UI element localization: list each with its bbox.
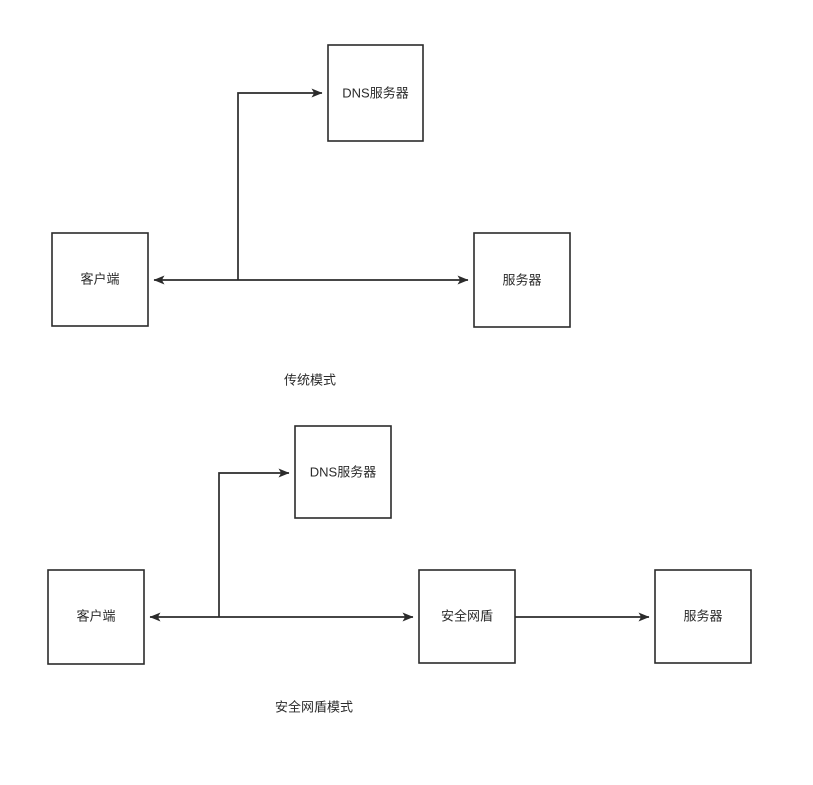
node-server-label: 服务器 — [502, 272, 541, 287]
edge-client-to-dns — [218, 468, 290, 617]
edge-client-to-dns — [237, 88, 323, 280]
diagram-shield: DNS服务器 客户端 安全网盾 服务器 安全网盾模式 — [47, 425, 752, 714]
node-server-label: 服务器 — [683, 608, 722, 623]
node-server[interactable]: 服务器 — [473, 232, 571, 328]
node-dns-server[interactable]: DNS服务器 — [294, 425, 392, 519]
node-client[interactable]: 客户端 — [51, 232, 149, 327]
node-security-shield-label: 安全网盾 — [441, 608, 493, 623]
diagram-traditional: DNS服务器 客户端 服务器 传统模式 — [51, 44, 571, 387]
node-dns-server-label: DNS服务器 — [310, 464, 376, 479]
caption-shield-mode: 安全网盾模式 — [275, 699, 353, 714]
node-client-label: 客户端 — [80, 271, 119, 286]
node-client-label: 客户端 — [76, 608, 115, 623]
node-dns-server-label: DNS服务器 — [342, 85, 408, 100]
node-client[interactable]: 客户端 — [47, 569, 145, 665]
node-server[interactable]: 服务器 — [654, 569, 752, 664]
node-dns-server[interactable]: DNS服务器 — [327, 44, 424, 142]
node-security-shield[interactable]: 安全网盾 — [418, 569, 516, 664]
caption-traditional-mode: 传统模式 — [284, 372, 336, 387]
